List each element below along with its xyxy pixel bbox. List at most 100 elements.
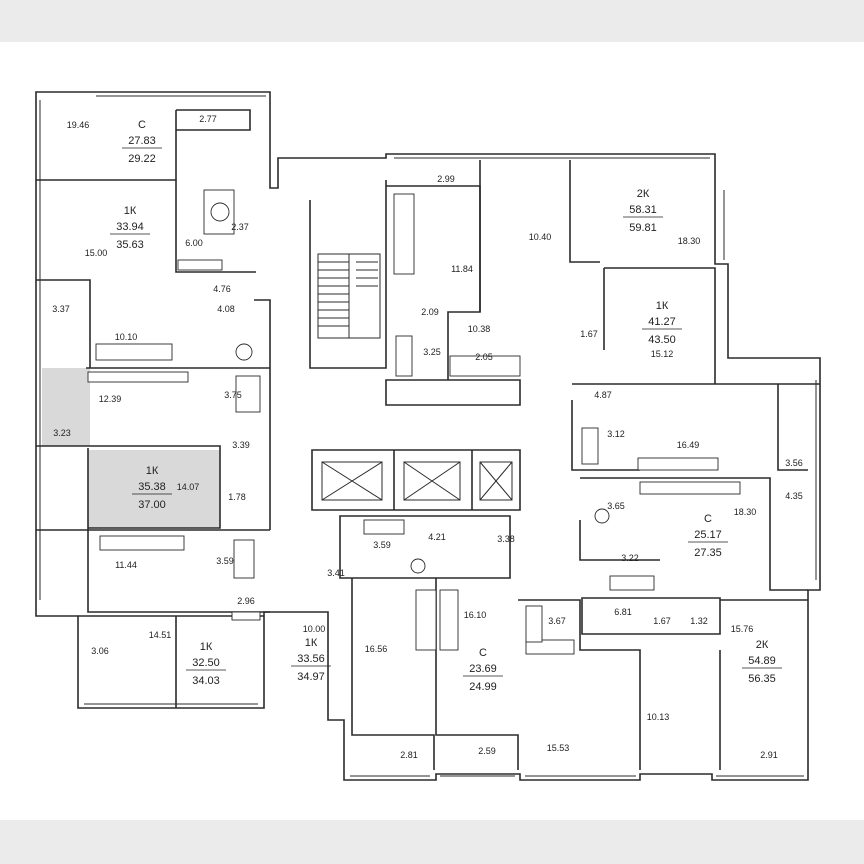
room-area: 3.25 [423, 347, 441, 357]
room-area: 18.30 [734, 507, 757, 517]
room-area: 2.96 [237, 596, 255, 606]
room-area: 2.09 [421, 307, 439, 317]
highlighted-apartment[interactable] [42, 368, 220, 528]
room-area: 16.49 [677, 440, 700, 450]
room-area: 1.32 [690, 616, 708, 626]
room-area: 4.87 [594, 390, 612, 400]
apartment-type: С [479, 647, 487, 659]
apartment-total-area: 35.63 [116, 239, 144, 251]
room-area: 3.39 [232, 440, 250, 450]
apartment-type: 1К [200, 641, 213, 653]
room-area: 3.75 [224, 390, 242, 400]
room-area: 2.59 [478, 746, 496, 756]
apartment-4-label: 1К 41.27 43.50 [642, 300, 682, 346]
apartment-9-label: С 23.69 24.99 [463, 647, 503, 693]
apartment-living-area: 33.94 [116, 221, 144, 233]
room-area: 3.38 [497, 534, 515, 544]
apartment-type: 1К [124, 205, 137, 217]
room-area: 3.67 [548, 616, 566, 626]
room-area: 1.67 [580, 329, 598, 339]
apartment-living-area: 54.89 [748, 655, 776, 667]
apartment-1-label: С 27.83 29.22 [122, 119, 162, 165]
room-area: 2.91 [760, 750, 778, 760]
apartment-labels: С 27.83 29.22 1К 33.94 35.63 2К 58.31 59… [110, 119, 782, 693]
room-area: 4.21 [428, 532, 446, 542]
room-area: 16.10 [464, 610, 487, 620]
room-area: 19.46 [67, 120, 90, 130]
room-area: 3.65 [607, 501, 625, 511]
room-area: 10.10 [115, 332, 138, 342]
room-area: 3.59 [373, 540, 391, 550]
room-area: 4.08 [217, 304, 235, 314]
interior-walls [36, 109, 820, 770]
apartment-type: 2К [637, 188, 650, 200]
room-area: 16.56 [365, 644, 388, 654]
staircase [317, 253, 381, 339]
room-area: 18.30 [678, 236, 701, 246]
room-area: 1.67 [653, 616, 671, 626]
apartment-2-label: 1К 33.94 35.63 [110, 205, 150, 251]
apartment-5-label: 1К 35.38 37.00 [132, 465, 172, 511]
apartment-6-label: С 25.17 27.35 [688, 513, 728, 559]
apartment-living-area: 58.31 [629, 204, 657, 216]
apartment-total-area: 34.97 [297, 671, 325, 683]
room-area: 11.84 [451, 264, 473, 274]
room-area: 15.76 [731, 624, 754, 634]
room-area: 14.51 [149, 630, 172, 640]
apartment-type: 1К [656, 300, 669, 312]
apartment-total-area: 37.00 [138, 499, 166, 511]
apartment-10-label: 2К 54.89 56.35 [742, 639, 782, 685]
room-area: 15.53 [547, 743, 570, 753]
exterior-walls [35, 91, 821, 781]
room-area: 4.76 [213, 284, 231, 294]
apartment-type: С [138, 119, 146, 131]
room-area: 3.59 [216, 556, 234, 566]
room-area: 10.13 [647, 712, 670, 722]
apartment-total-area: 24.99 [469, 681, 497, 693]
room-area: 2.99 [437, 174, 455, 184]
room-area: 2.37 [231, 222, 249, 232]
room-area: 3.12 [607, 429, 625, 439]
apartment-total-area: 34.03 [192, 675, 220, 687]
room-area: 2.81 [400, 750, 418, 760]
room-area: 15.00 [85, 248, 108, 258]
room-area: 1.78 [228, 492, 246, 502]
apartment-total-area: 27.35 [694, 547, 722, 559]
apartment-8-label: 1К 33.56 34.97 [291, 637, 331, 683]
apartment-type: 1К [146, 465, 159, 477]
room-area: 3.22 [621, 553, 639, 563]
apartment-living-area: 35.38 [138, 481, 166, 493]
room-area: 2.05 [475, 352, 493, 362]
room-area: 10.38 [468, 324, 491, 334]
room-area: 3.41 [327, 568, 345, 578]
room-area: 6.00 [185, 238, 203, 248]
apartment-total-area: 43.50 [648, 334, 676, 346]
fixtures [87, 189, 741, 655]
apartment-7-label: 1К 32.50 34.03 [186, 641, 226, 687]
apartment-living-area: 23.69 [469, 663, 497, 675]
room-area: 4.35 [785, 491, 803, 501]
room-area: 3.37 [52, 304, 70, 314]
apartment-living-area: 25.17 [694, 529, 722, 541]
apartment-type: 1К [305, 637, 318, 649]
apartment-total-area: 29.22 [128, 153, 156, 165]
room-area: 15.12 [651, 349, 674, 359]
apartment-total-area: 56.35 [748, 673, 776, 685]
apartment-living-area: 32.50 [192, 657, 220, 669]
apartment-3-label: 2К 58.31 59.81 [623, 188, 663, 234]
room-area: 11.44 [115, 560, 137, 570]
room-area: 6.81 [614, 607, 632, 617]
room-area: 10.00 [303, 624, 326, 634]
room-area: 3.06 [91, 646, 109, 656]
apartment-type: С [704, 513, 712, 525]
apartment-total-area: 59.81 [629, 222, 657, 234]
room-area: 10.40 [529, 232, 552, 242]
room-area: 12.39 [99, 394, 122, 404]
apartment-living-area: 27.83 [128, 135, 156, 147]
room-area: 3.56 [785, 458, 803, 468]
apartment-type: 2К [756, 639, 769, 651]
room-area: 3.23 [53, 428, 71, 438]
apartment-living-area: 41.27 [648, 316, 676, 328]
room-area: 14.07 [177, 482, 200, 492]
